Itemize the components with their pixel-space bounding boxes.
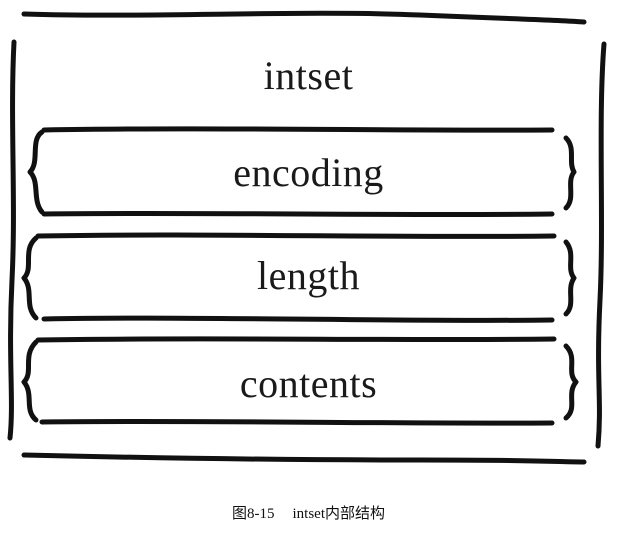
figure-number: 图8-15 <box>232 506 275 522</box>
figure-caption: 图8-15 intset内部结构 <box>0 507 617 522</box>
field-label-length: length <box>257 253 360 298</box>
outer-box-right-edge <box>595 41 607 449</box>
field-label-encoding: encoding <box>233 150 384 195</box>
outer-box-top-edge <box>21 10 587 25</box>
field-label-contents: contents <box>239 361 378 406</box>
field-box-encoding <box>27 126 577 218</box>
struct-name-label: intset <box>263 53 354 98</box>
intset-structure-diagram <box>7 10 607 465</box>
figure-caption-text: intset内部结构 <box>292 506 386 522</box>
field-box-contents <box>21 336 579 426</box>
outer-box-left-edge <box>7 39 17 441</box>
outer-box-bottom-edge <box>21 452 587 465</box>
field-box-length <box>21 232 577 323</box>
